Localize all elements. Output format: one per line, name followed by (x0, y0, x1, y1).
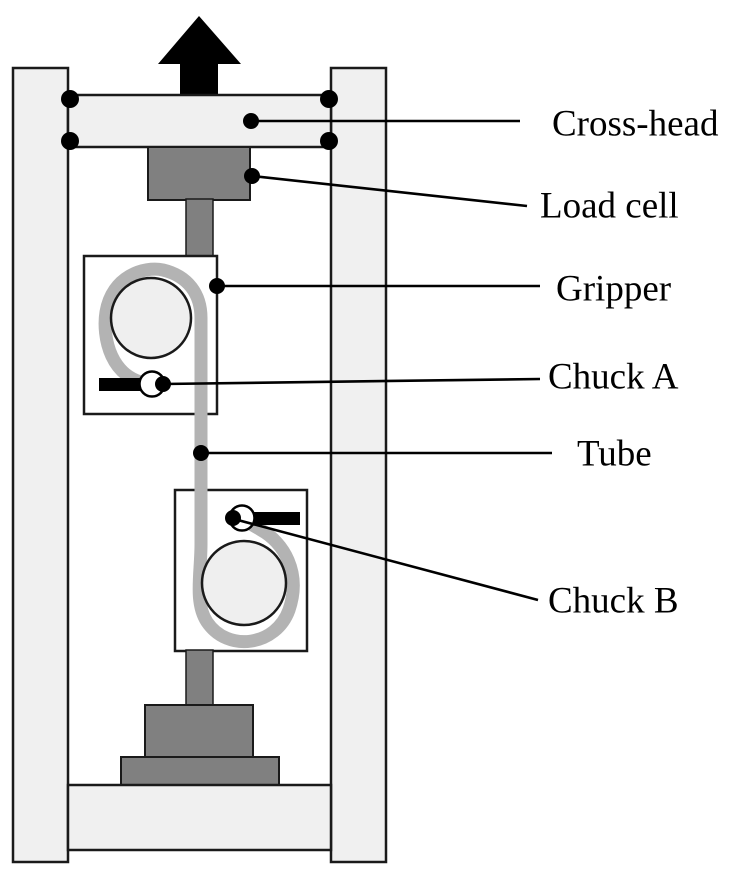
label-cross-head: Cross-head (552, 103, 719, 144)
base-beam (66, 783, 333, 852)
load-cell-block (147, 146, 251, 201)
crosshead-pin-bottom-left (61, 132, 79, 150)
leader-anchor-dots (155, 113, 260, 526)
specimen-tube-lower (192, 455, 300, 649)
leader-line-load-cell (251, 174, 528, 208)
upper-shaft (185, 198, 214, 258)
label-tube: Tube (577, 433, 652, 474)
specimen-tube-upper (98, 262, 208, 469)
pedestal-lower-block (120, 756, 280, 786)
load-direction-arrow (158, 16, 241, 97)
leader-line-chuck-a (162, 377, 541, 386)
anchor-dot-chuck-a (155, 376, 171, 392)
anchor-dot-tube (193, 445, 209, 461)
crosshead-pin-top-right (320, 90, 338, 108)
lower-shaft (185, 649, 214, 708)
chuck-b-bar (252, 512, 300, 525)
anchor-dot-chuck-b (225, 510, 241, 526)
label-load-cell: Load cell (540, 185, 679, 226)
mandrel-lower (200, 539, 288, 627)
label-chuck-b: Chuck B (548, 580, 679, 621)
cross-head-corner-pins (61, 90, 338, 150)
anchor-dot-load-cell (244, 168, 260, 184)
crosshead-pin-bottom-right (320, 132, 338, 150)
label-chuck-a: Chuck A (548, 356, 679, 397)
anchor-dot-cross-head (243, 113, 259, 129)
mandrel-upper (109, 276, 193, 360)
leader-line-chuck-b (233, 517, 539, 602)
pedestal-middle-block (144, 704, 254, 758)
crosshead-pin-top-left (61, 90, 79, 108)
frame-column-right (329, 66, 388, 864)
leader-lines (162, 119, 552, 602)
anchor-dot-gripper (209, 278, 225, 294)
frame-column-left (11, 66, 70, 864)
label-gripper: Gripper (556, 268, 671, 309)
